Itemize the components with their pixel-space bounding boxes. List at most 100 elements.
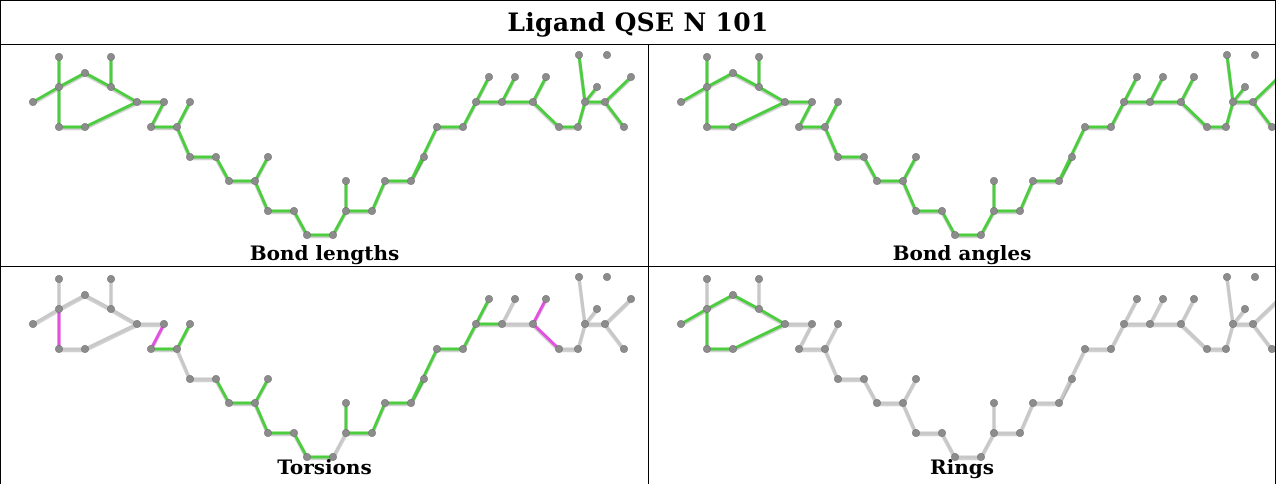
- bond: [731, 100, 787, 129]
- atom: [1241, 83, 1249, 91]
- atom: [860, 375, 868, 383]
- bond: [31, 85, 61, 104]
- atom: [1068, 153, 1076, 161]
- atom: [329, 231, 337, 239]
- bond: [705, 71, 735, 89]
- bond: [461, 322, 478, 351]
- bond: [531, 322, 561, 351]
- atom: [755, 83, 763, 91]
- atom: [990, 399, 998, 407]
- atom: [55, 53, 63, 61]
- atom: [1229, 320, 1237, 328]
- atom: [703, 83, 711, 91]
- atom: [574, 123, 582, 131]
- atom: [603, 273, 611, 281]
- atom: [1251, 273, 1259, 281]
- atom: [1241, 305, 1249, 313]
- atom: [342, 207, 350, 215]
- bond: [1148, 75, 1165, 104]
- atom: [173, 123, 181, 131]
- atom: [160, 98, 168, 106]
- bond: [577, 53, 587, 104]
- molecule-bond-angles: [677, 51, 1275, 239]
- atom: [81, 123, 89, 131]
- bond: [461, 100, 478, 129]
- atom: [251, 399, 259, 407]
- atom: [555, 123, 563, 131]
- atom: [368, 429, 376, 437]
- atom: [1222, 345, 1230, 353]
- bond: [1179, 322, 1209, 351]
- atom: [1268, 123, 1275, 131]
- atom: [821, 345, 829, 353]
- atom: [755, 53, 763, 61]
- bond: [705, 293, 735, 311]
- atom: [873, 177, 881, 185]
- atom: [225, 399, 233, 407]
- atom: [212, 375, 220, 383]
- atom: [55, 345, 63, 353]
- bond: [1224, 100, 1235, 129]
- bond: [1225, 53, 1235, 104]
- bond: [679, 85, 709, 104]
- bond: [253, 179, 270, 213]
- bond: [757, 307, 787, 326]
- bond: [576, 322, 587, 351]
- molecule-torsions: [29, 273, 635, 461]
- atom: [1222, 123, 1230, 131]
- bond: [83, 293, 113, 311]
- atom: [1223, 51, 1231, 59]
- atom: [368, 207, 376, 215]
- atom: [433, 123, 441, 131]
- bond: [370, 179, 387, 213]
- atom: [1120, 320, 1128, 328]
- bond: [603, 322, 626, 351]
- title-row: Ligand QSE N 101: [0, 0, 1276, 44]
- atom: [1249, 98, 1257, 106]
- atom: [511, 73, 519, 81]
- atom: [1190, 73, 1198, 81]
- bond: [603, 100, 626, 129]
- bond: [979, 431, 996, 459]
- atom: [1159, 73, 1167, 81]
- atom: [834, 375, 842, 383]
- atom: [834, 153, 842, 161]
- atom: [1107, 345, 1115, 353]
- bond: [214, 377, 231, 405]
- bond: [603, 297, 633, 326]
- bond: [757, 85, 787, 104]
- atom: [186, 153, 194, 161]
- atom: [498, 98, 506, 106]
- atom: [1249, 320, 1257, 328]
- atom: [795, 345, 803, 353]
- atom: [1177, 98, 1185, 106]
- atom: [1016, 429, 1024, 437]
- atom: [781, 98, 789, 106]
- bond: [83, 71, 113, 89]
- bond: [1109, 100, 1126, 129]
- bond: [83, 100, 139, 129]
- bond: [731, 322, 787, 351]
- bond: [1224, 322, 1235, 351]
- atom: [225, 177, 233, 185]
- atom: [575, 51, 583, 59]
- atom: [1068, 375, 1076, 383]
- atom: [160, 320, 168, 328]
- atom: [977, 231, 985, 239]
- atom: [703, 123, 711, 131]
- bond: [1122, 297, 1139, 326]
- atom: [212, 153, 220, 161]
- atom: [951, 231, 959, 239]
- atom: [303, 453, 311, 461]
- bond: [474, 75, 491, 104]
- bond: [901, 401, 918, 435]
- bond: [175, 347, 192, 381]
- atom: [147, 345, 155, 353]
- atom: [729, 345, 737, 353]
- atom: [620, 123, 628, 131]
- bond: [731, 71, 761, 89]
- atom: [581, 98, 589, 106]
- atom: [1229, 98, 1237, 106]
- bond: [292, 209, 309, 237]
- atom: [381, 399, 389, 407]
